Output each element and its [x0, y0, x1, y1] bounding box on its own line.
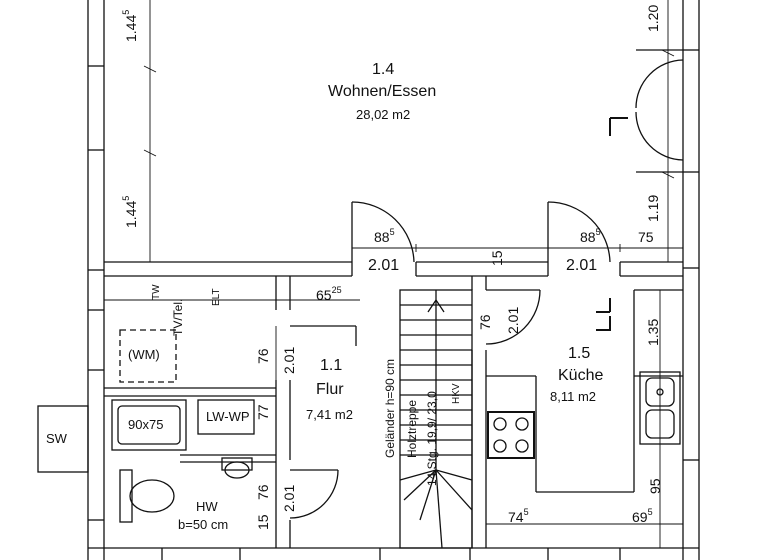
dim-201-right: 2.01	[566, 257, 598, 274]
door-hw	[289, 469, 339, 519]
door-flur	[290, 325, 357, 346]
room-area-flur: 7,41 m2	[306, 407, 353, 422]
outer-wall-bottom	[88, 547, 699, 560]
dim-201-hw: 2.01	[281, 484, 297, 512]
room-number-kueche: 1.5	[568, 345, 591, 362]
kitchen-counter	[486, 289, 683, 493]
dim-77: 77	[255, 404, 271, 420]
label-hw-width: b=50 cm	[178, 517, 229, 532]
label-gelaender: Geländer h=90 cm	[383, 358, 397, 458]
wall-wohnen-lower	[104, 261, 683, 277]
dim-885-left: 885	[374, 227, 395, 245]
dim-201-flur: 2.01	[281, 346, 297, 374]
dim-119: 1.19	[645, 194, 661, 222]
label-tw: TW	[151, 284, 162, 300]
dim-6525: 6525	[316, 285, 342, 303]
label-lw-wp: LW-WP	[206, 409, 250, 424]
room-name-flur: Flur	[316, 381, 344, 398]
room-name-kueche: Küche	[558, 367, 604, 384]
room-number-wohnen: 1.4	[372, 61, 395, 78]
label-hkv: HKV	[451, 383, 462, 404]
dim-885-right: 885	[580, 227, 601, 245]
wall-kueche	[471, 276, 487, 548]
room-area-kueche: 8,11 m2	[550, 389, 597, 404]
label-stufen: 14 Stg. 19,9/ 23,0	[425, 391, 439, 486]
label-sw: SW	[46, 431, 67, 446]
sw-box	[37, 405, 89, 473]
dim-76-flur: 76	[255, 348, 271, 364]
label-holztreppe: Holztreppe	[405, 399, 419, 458]
stove-icon	[487, 411, 535, 459]
dim-95: 95	[647, 478, 663, 494]
door-kueche	[485, 289, 611, 345]
dim-201-stair: 2.01	[505, 306, 521, 334]
outer-wall-right	[682, 0, 700, 560]
room-number-flur: 1.1	[320, 357, 343, 374]
dim-201-left: 2.01	[368, 257, 400, 274]
washer-box	[119, 329, 177, 383]
label-tub: 90x75	[128, 417, 164, 432]
room-area-wohnen: 28,02 m2	[356, 107, 411, 122]
label-hw: HW	[196, 499, 218, 514]
patio-door	[609, 49, 684, 173]
label-elt: ELT	[211, 288, 222, 306]
dim-745: 745	[508, 507, 529, 525]
tub-icon	[111, 399, 187, 451]
dim-76-stair: 76	[477, 314, 493, 330]
label-tv: TV/Tel.	[171, 298, 185, 336]
dim-76-hw: 76	[255, 484, 271, 500]
outer-wall-left	[87, 0, 105, 560]
label-wm: (WM)	[128, 347, 160, 362]
dim-144-top: 1.445	[121, 9, 139, 42]
dim-75: 75	[638, 229, 654, 245]
dim-15-hw: 15	[255, 514, 271, 530]
dim-15-top: 15	[489, 250, 505, 266]
staircase	[399, 289, 473, 549]
dim-120: 1.20	[645, 4, 661, 32]
room-name-wohnen: Wohnen/Essen	[328, 83, 437, 100]
lw-wp-box	[197, 399, 255, 435]
dim-135: 1.35	[645, 318, 661, 346]
dimension-lines	[104, 0, 683, 548]
toilet-icon	[119, 457, 253, 523]
dim-695: 695	[632, 507, 653, 525]
door-wohnen-left	[351, 201, 415, 263]
dim-144-mid: 1.445	[121, 195, 139, 228]
